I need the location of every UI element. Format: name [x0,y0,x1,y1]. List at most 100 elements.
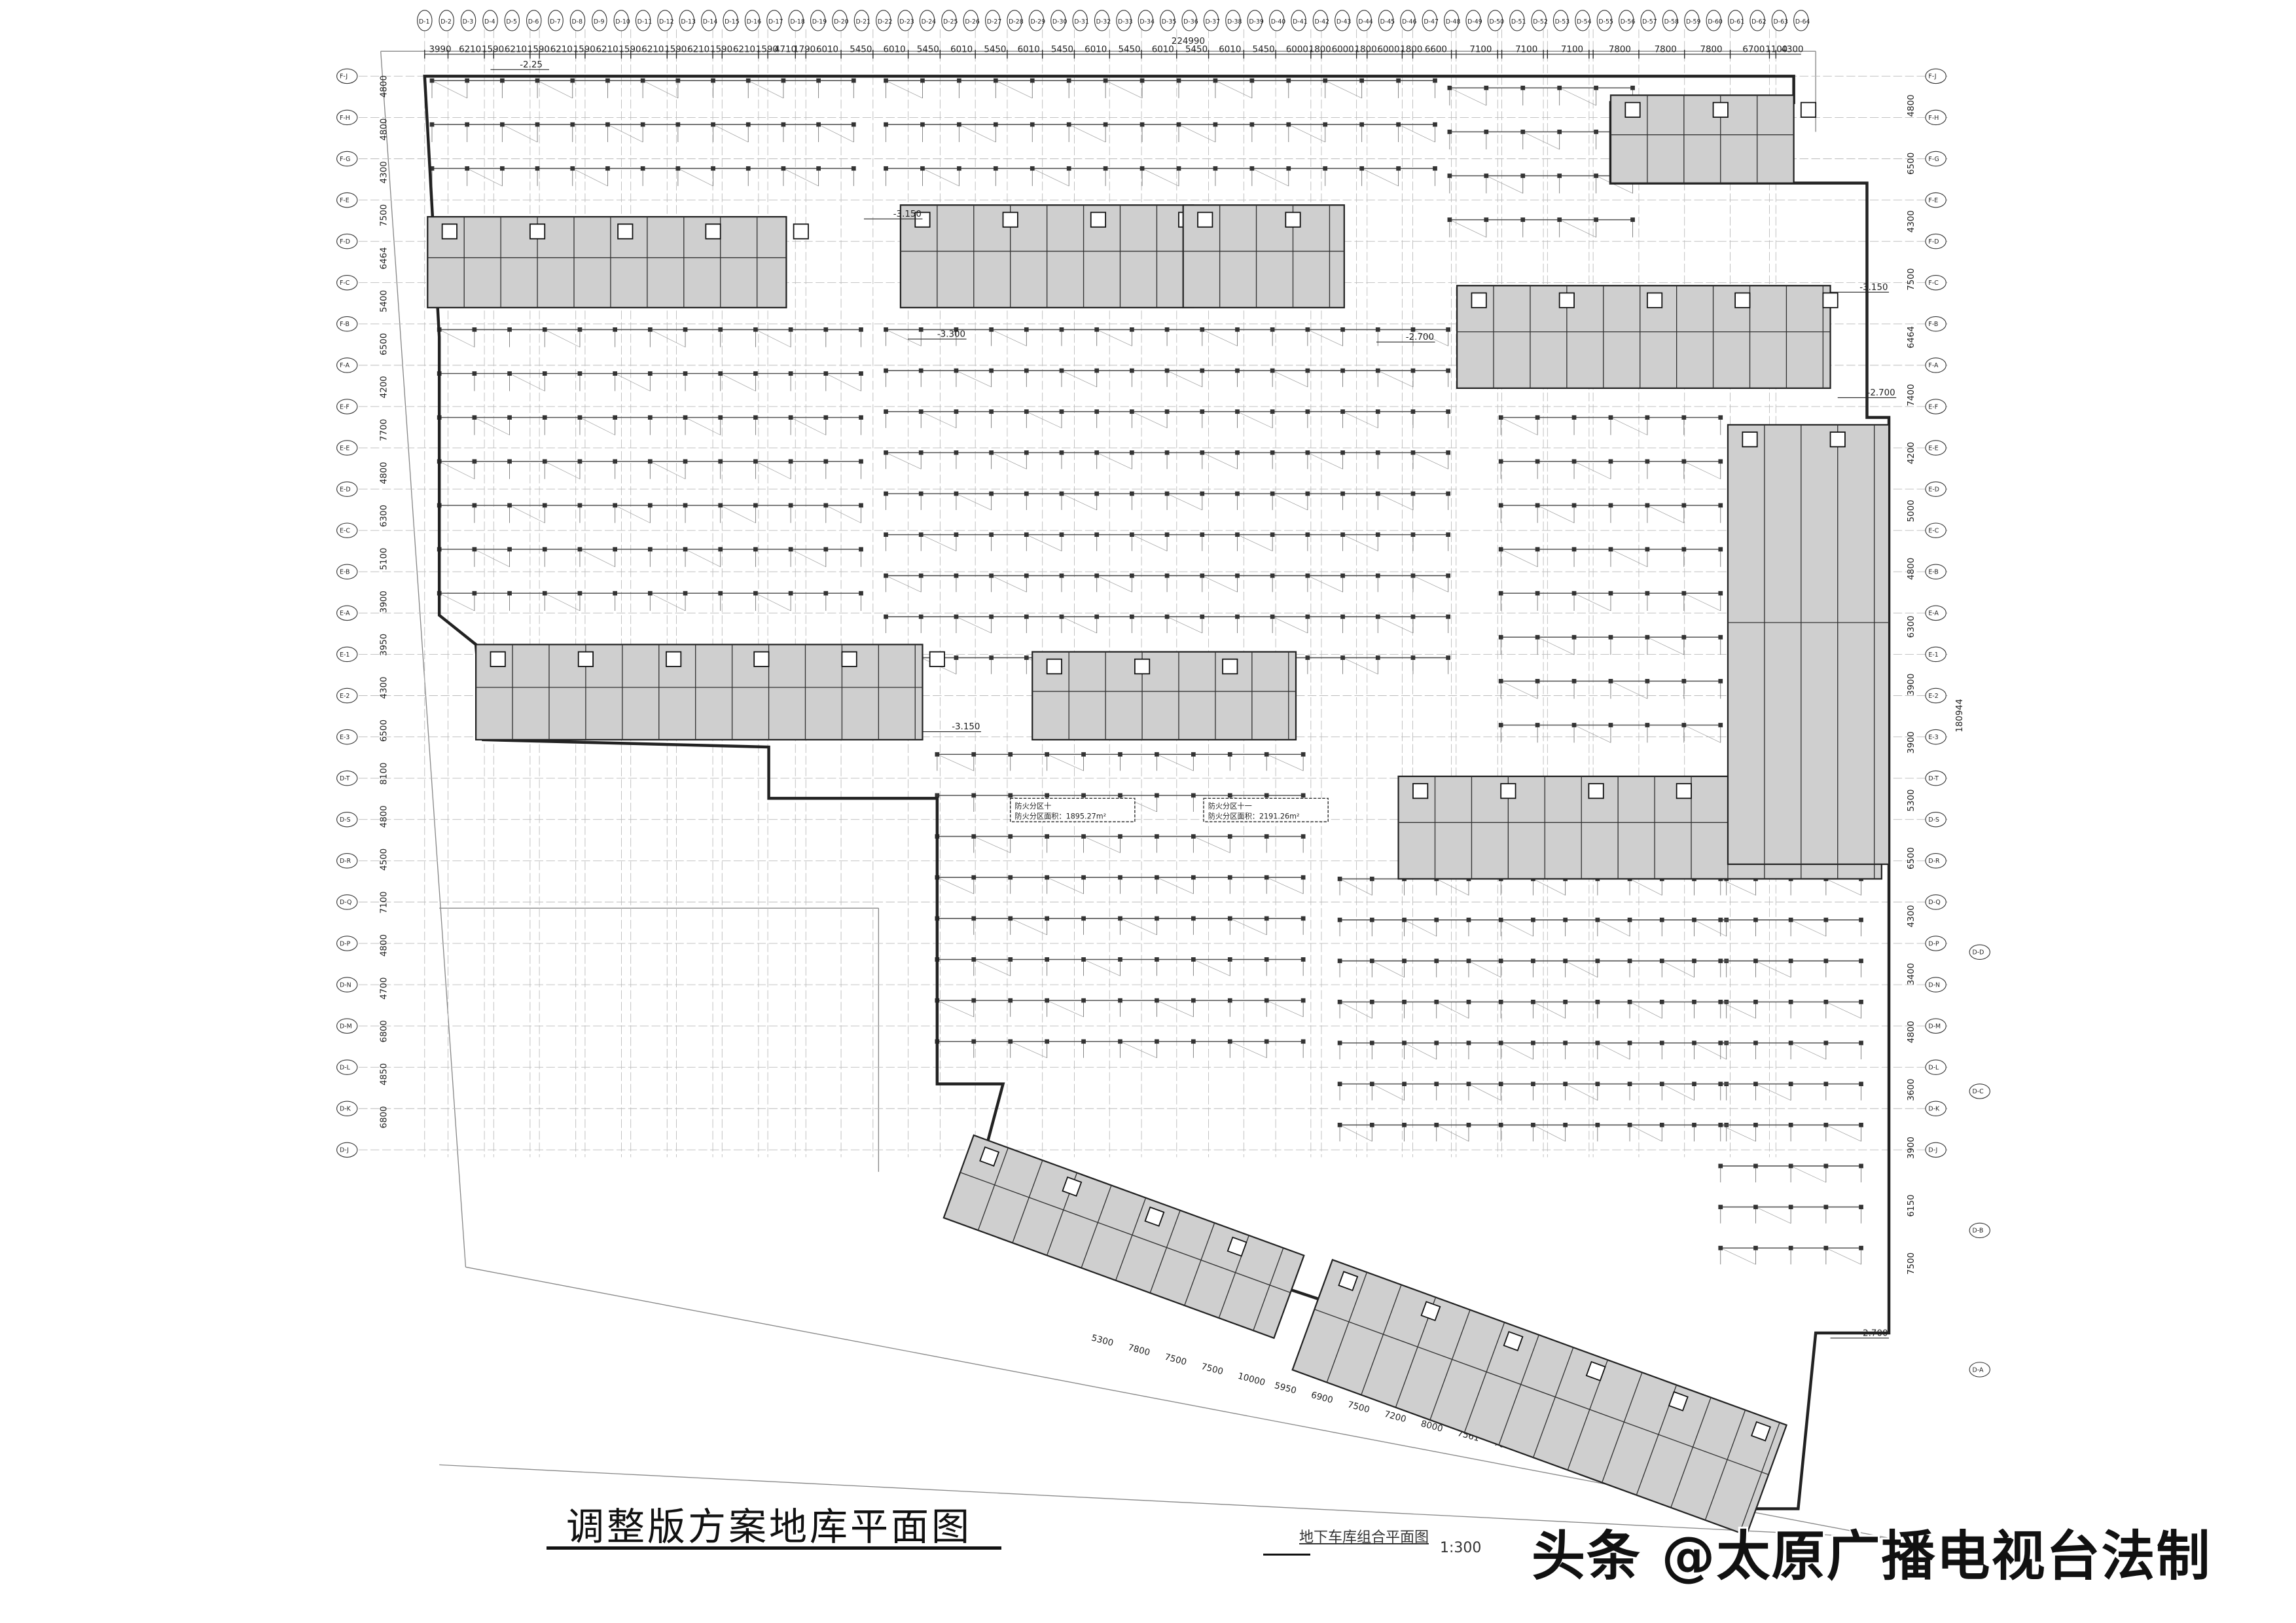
column [1823,1040,1829,1046]
axis-label: F-H [1928,115,1939,122]
axis-label: E-D [340,486,351,493]
stall-diagonal [467,168,503,187]
column [1681,634,1687,640]
axis-label: D-18 [790,18,805,26]
column [542,503,547,508]
stall-diagonal [1449,87,1486,106]
column [1164,532,1170,537]
axis-bubble [1925,646,1946,663]
column [788,327,793,332]
column [1410,491,1416,496]
column [1130,532,1134,537]
column [1681,503,1687,508]
dimension-label: 6210 [733,45,755,54]
stall-diagonal [545,593,581,611]
column [1466,1040,1471,1046]
column [577,547,583,552]
column [1235,532,1240,537]
overall-dimension: 224990 [1172,37,1205,46]
column [683,459,688,464]
axis-label: D-54 [1577,18,1592,26]
axis-bubble [1007,10,1022,31]
column [1270,327,1275,332]
column [1264,916,1269,921]
dimension-label: 6010 [1018,45,1040,54]
dimension-label: 1590 [756,45,778,54]
column [1340,573,1345,578]
dimension-label: 6210 [596,45,619,54]
unit-wall [1670,1397,1712,1508]
site-line [439,1464,1890,1539]
column [1645,415,1650,420]
column [507,503,512,508]
stair-core [1585,1360,1606,1381]
dimension-label: 6210 [459,45,481,54]
column [577,591,583,596]
stair-core [1144,1206,1165,1227]
column [1024,491,1029,496]
column [1520,173,1526,178]
axis-label: D-7 [550,18,561,26]
column [1531,1000,1535,1004]
axis-bubble [1116,10,1132,31]
column [683,591,688,596]
axis-label: E-A [1928,610,1939,617]
column [1130,450,1134,455]
column [1200,532,1205,537]
column [1692,1122,1696,1127]
stall-diagonal [1069,124,1106,143]
column [884,409,888,414]
column [1753,1163,1758,1169]
column [1718,1122,1723,1127]
column [1788,1040,1793,1046]
column [851,78,856,83]
column [718,591,723,596]
column [1286,78,1291,83]
axis-bubble [941,10,957,31]
column [851,166,856,171]
building-footprint [1727,424,1890,866]
building-block [1456,285,1831,390]
column [683,547,688,552]
column [823,327,829,332]
column [613,371,617,376]
stall-diagonal [1486,175,1523,194]
column [1594,85,1598,90]
column [1627,1082,1632,1087]
axis-label: D-9 [594,18,605,26]
dimension-label: 1800 [1400,45,1422,54]
axis-bubble [336,853,358,869]
column [1270,614,1275,619]
column [993,122,998,127]
unit-wall [1149,1210,1181,1294]
dimension-label: 4300 [380,161,389,183]
stall-diagonal [1436,879,1469,896]
column [718,547,723,552]
dimension-label: 7500 [1907,268,1916,291]
dimension-label: 4300 [1781,45,1803,54]
column [507,591,512,596]
column [1305,614,1310,619]
axis-bubble [336,1059,358,1075]
stall-diagonal [1120,1041,1157,1059]
column [1520,85,1526,90]
column [1498,1082,1503,1087]
column [1594,217,1598,222]
axis-bubble [1509,10,1525,31]
column [1139,166,1145,171]
column [1286,122,1291,127]
axis-bubble [1487,10,1503,31]
column [1608,634,1613,640]
stall-diagonal [1694,1042,1727,1060]
axis-label: D-29 [1031,18,1046,26]
column [823,503,829,508]
column [1323,122,1328,127]
stair-core [1197,211,1213,228]
column [1595,917,1600,922]
column [1359,78,1364,83]
stall-diagonal [579,549,615,568]
axis-bubble [1925,357,1946,373]
stall-diagonal [1449,219,1486,238]
column [753,591,758,596]
